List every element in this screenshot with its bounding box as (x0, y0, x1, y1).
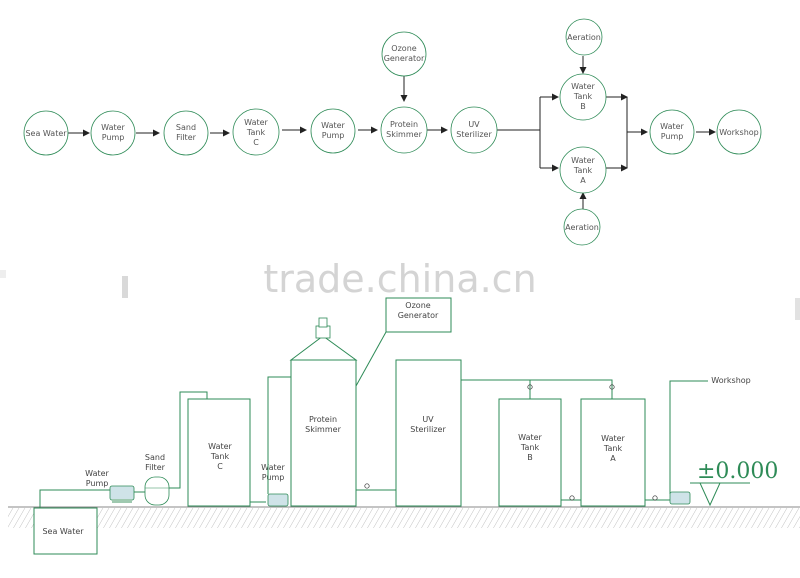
water-pump-3 (669, 491, 691, 505)
pipe (39, 489, 110, 508)
node-protein-skimmer: Protein Skimmer (380, 106, 428, 154)
pipe (169, 391, 208, 489)
label: Sterilizer (410, 425, 446, 434)
edge-mark (122, 276, 128, 298)
node-label: Pump (661, 132, 684, 141)
label: Filter (145, 463, 166, 472)
pipe (355, 331, 387, 387)
node-label: Water (101, 123, 125, 132)
valve-icon (527, 384, 533, 390)
label: Sea Water (42, 527, 84, 536)
water-tank-b: Water Tank B (498, 398, 562, 507)
valve-icon (364, 483, 370, 489)
node-label: Workshop (719, 128, 758, 137)
water-pump-1: Water Pump (85, 469, 135, 503)
label: Generator (398, 311, 439, 320)
label: A (610, 454, 616, 463)
node-label: C (253, 138, 259, 147)
ground-level-marker: ±0.000 (690, 459, 778, 507)
node-label: UV (468, 120, 480, 129)
ground-hatch (8, 508, 800, 528)
label: Water (208, 442, 232, 451)
node-label: Aeration (565, 223, 599, 232)
node-label: Tank (573, 166, 593, 175)
label: Skimmer (305, 425, 341, 434)
water-tank-c: Water Tank C (187, 398, 251, 507)
edge-mark (795, 298, 800, 320)
node-label: Water (571, 156, 595, 165)
ozone-generator: Ozone Generator (385, 297, 452, 333)
pipe (461, 379, 531, 399)
label: Tank (603, 444, 623, 453)
label: Protein (309, 415, 337, 424)
node-label: Water (244, 118, 268, 127)
protein-skimmer: Protein Skimmer (289, 317, 358, 507)
valve-icon (652, 495, 658, 501)
node-label: Pump (102, 133, 125, 142)
node-label: Water (321, 121, 345, 130)
flow-chart: Sea Water Water Pump Sand Filter Water T… (23, 18, 762, 246)
node-label: Tank (246, 128, 266, 137)
node-water-pump-3: Water Pump (649, 109, 695, 155)
label: Water (85, 469, 109, 478)
workshop-label: Workshop (711, 376, 750, 385)
uv-sterilizer: UV Sterilizer (395, 359, 462, 507)
node-sand-filter: Sand Filter (163, 110, 209, 156)
label: Pump (86, 479, 109, 488)
label: Water (261, 463, 285, 472)
node-label: Ozone (391, 44, 416, 53)
node-label: Generator (384, 54, 425, 63)
water-pump-2: Water Pump (261, 463, 289, 507)
node-label: A (580, 176, 586, 185)
watermark: trade.china.cn (263, 257, 536, 301)
label: UV (422, 415, 434, 424)
node-water-tank-a: Water Tank A (559, 146, 607, 194)
label: B (527, 453, 533, 462)
node-label: Water (660, 122, 684, 131)
node-water-pump-2: Water Pump (310, 108, 356, 154)
edge-mark (0, 270, 6, 278)
pipe (267, 376, 291, 494)
label: Tank (210, 452, 230, 461)
pipe (530, 379, 613, 399)
node-aeration-bottom: Aeration (563, 208, 601, 246)
node-label: Filter (176, 133, 197, 142)
node-uv-sterilizer: UV Sterilizer (450, 106, 498, 154)
node-label: Sea Water (25, 129, 67, 138)
node-label: Aeration (567, 33, 601, 42)
node-water-tank-c: Water Tank C (232, 108, 280, 156)
node-label: Tank (573, 92, 593, 101)
label: Sand (145, 453, 165, 462)
node-workshop: Workshop (716, 109, 762, 155)
node-label: Water (571, 82, 595, 91)
label: Tank (520, 443, 540, 452)
node-label: Sterilizer (456, 130, 492, 139)
pipe (669, 380, 708, 494)
ground-level-label: ±0.000 (697, 459, 778, 484)
node-label: Skimmer (386, 130, 422, 139)
node-water-pump-1: Water Pump (90, 110, 136, 156)
water-tank-a: Water Tank A (580, 398, 646, 507)
node-label: Pump (322, 131, 345, 140)
label: Water (601, 434, 625, 443)
node-label: Sand (176, 123, 196, 132)
node-aeration-top: Aeration (565, 18, 603, 56)
label: Pump (262, 473, 285, 482)
valve-icon (569, 495, 575, 501)
sand-filter: Sand Filter (144, 453, 170, 506)
label: Water (518, 433, 542, 442)
node-label: Protein (390, 120, 418, 129)
label: Ozone (405, 301, 430, 310)
node-ozone-generator: Ozone Generator (381, 31, 427, 77)
sea-water-pit: Sea Water (33, 507, 98, 555)
label: C (217, 462, 223, 471)
node-label: B (580, 102, 586, 111)
node-sea-water: Sea Water (23, 110, 69, 156)
valve-icon (609, 384, 615, 390)
equipment-layout: Sea Water Water Pump Sand Filter Water T… (8, 297, 800, 555)
node-water-tank-b: Water Tank B (559, 73, 607, 121)
